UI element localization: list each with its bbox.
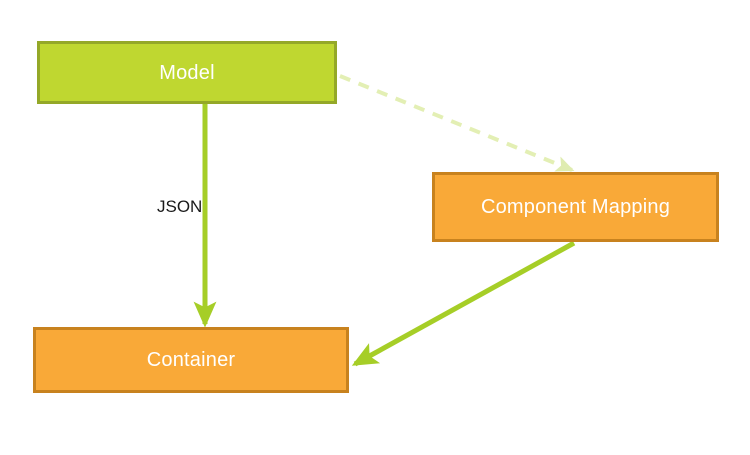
node-container[interactable]: Container xyxy=(33,327,349,393)
node-model[interactable]: Model xyxy=(37,41,337,104)
edge-model-to-component-mapping xyxy=(339,74,575,172)
node-model-label: Model xyxy=(159,61,215,84)
edge-label-json: JSON xyxy=(157,197,203,216)
edge-component-mapping-to-container xyxy=(351,240,576,367)
node-component-mapping-label: Component Mapping xyxy=(480,196,671,218)
node-component-mapping[interactable]: Component Mapping xyxy=(432,172,719,242)
node-container-label: Container xyxy=(146,349,236,371)
